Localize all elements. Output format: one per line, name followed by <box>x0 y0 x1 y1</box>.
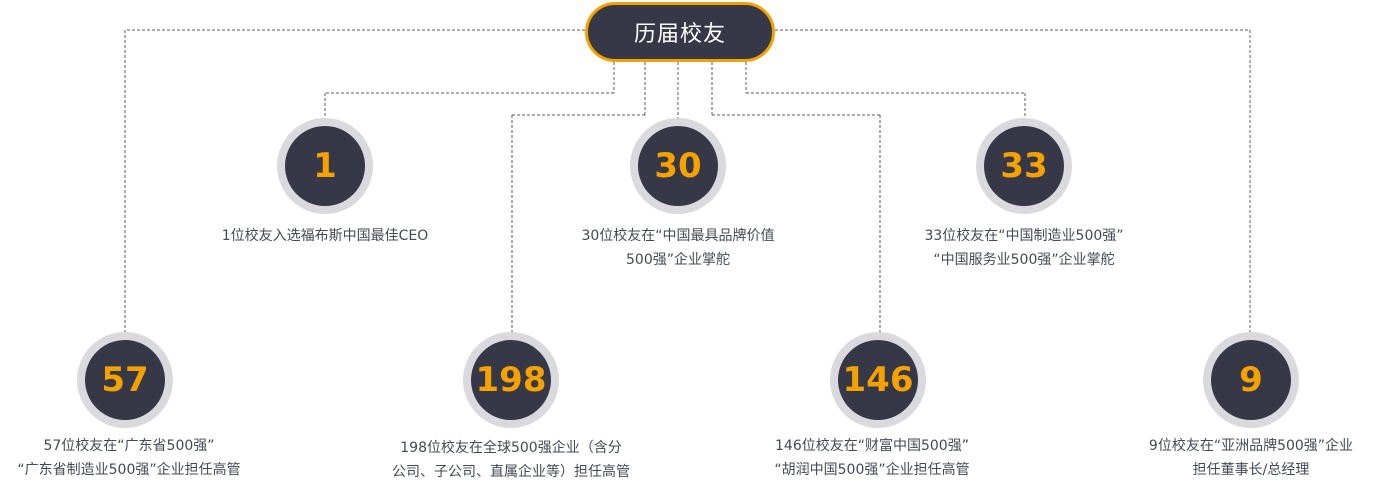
caption-9: 9位校友在“亚洲品牌500强”企业 担任董事长/总经理 <box>1091 434 1373 482</box>
caption-33-line-1: 33位校友在“中国制造业500强” <box>924 228 1124 244</box>
caption-198-line-1: 198位校友在全球500强企业（含分 <box>400 440 622 456</box>
node-198: 198 <box>463 332 559 428</box>
node-1-circle: 1 <box>285 126 365 206</box>
title-pill: 历届校友 <box>585 2 775 62</box>
caption-33-line-2: “中国服务业500强”企业掌舵 <box>933 252 1115 268</box>
caption-30-line-1: 30位校友在“中国最具品牌价值 <box>581 228 775 244</box>
caption-9-line-1: 9位校友在“亚洲品牌500强”企业 <box>1148 438 1354 454</box>
node-198-value: 198 <box>475 360 547 400</box>
caption-57-line-2: “广东省制造业500强”企业担任高管 <box>17 462 241 478</box>
caption-57-line-1: 57位校友在“广东省500强” <box>43 438 215 454</box>
caption-33: 33位校友在“中国制造业500强” “中国服务业500强”企业掌舵 <box>864 224 1184 272</box>
title-text: 历届校友 <box>633 22 726 47</box>
node-198-circle: 198 <box>471 340 551 420</box>
node-30: 30 <box>630 118 726 214</box>
node-57-circle: 57 <box>85 340 165 420</box>
node-9-circle: 9 <box>1211 340 1291 420</box>
caption-146: 146位校友在“财富中国500强” “胡润中国500强”企业担任高管 <box>712 434 1032 482</box>
node-9-value: 9 <box>1239 360 1263 400</box>
caption-9-line-2: 担任董事长/总经理 <box>1192 462 1310 478</box>
node-146: 146 <box>830 332 926 428</box>
node-1: 1 <box>277 118 373 214</box>
node-33-circle: 33 <box>984 126 1064 206</box>
caption-30: 30位校友在“中国最具品牌价值 500强”企业掌舵 <box>518 224 838 272</box>
node-30-value: 30 <box>654 146 702 186</box>
caption-198: 198位校友在全球500强企业（含分 公司、子公司、直属企业等）担任高管 <box>351 436 671 484</box>
node-9: 9 <box>1203 332 1299 428</box>
caption-198-line-2: 公司、子公司、直属企业等）担任高管 <box>392 464 630 480</box>
node-146-circle: 146 <box>838 340 918 420</box>
caption-1-line-1: 1位校友入选福布斯中国最佳CEO <box>221 228 429 244</box>
node-57-value: 57 <box>101 360 149 400</box>
node-57: 57 <box>77 332 173 428</box>
caption-146-line-2: “胡润中国500强”企业担任高管 <box>774 462 970 478</box>
node-33-value: 33 <box>1000 146 1048 186</box>
caption-146-line-1: 146位校友在“财富中国500强” <box>775 438 969 454</box>
caption-1: 1位校友入选福布斯中国最佳CEO <box>165 224 485 248</box>
caption-30-line-2: 500强”企业掌舵 <box>626 252 730 268</box>
node-146-value: 146 <box>842 360 914 400</box>
node-1-value: 1 <box>313 146 337 186</box>
node-33: 33 <box>976 118 1072 214</box>
node-30-circle: 30 <box>638 126 718 206</box>
caption-57: 57位校友在“广东省500强” “广东省制造业500强”企业担任高管 <box>0 434 289 482</box>
